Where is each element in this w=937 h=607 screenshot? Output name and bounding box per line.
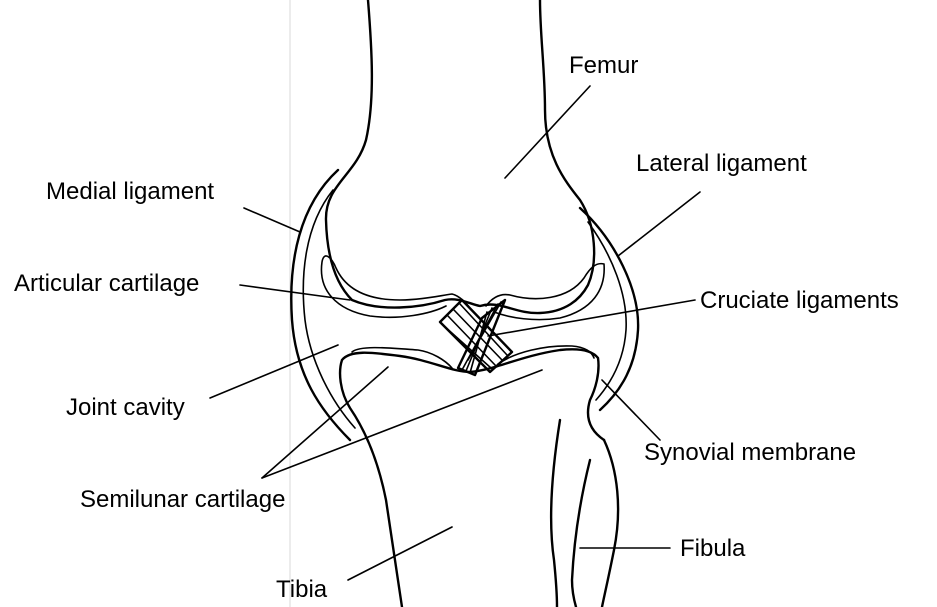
leader-semilunar-cartilage-2	[262, 370, 542, 478]
label-femur: Femur	[569, 52, 638, 79]
label-cruciate-ligaments: Cruciate ligaments	[700, 287, 899, 314]
label-medial-ligament: Medial ligament	[46, 178, 214, 205]
femur-bone	[326, 0, 594, 313]
tibia-bone	[340, 346, 604, 607]
label-synovial-membrane: Synovial membrane	[644, 439, 856, 466]
leader-tibia	[348, 527, 452, 580]
label-joint-cavity: Joint cavity	[66, 394, 185, 421]
label-fibula: Fibula	[680, 535, 746, 562]
leader-femur	[505, 86, 590, 178]
label-tibia: Tibia	[276, 576, 328, 603]
label-lateral-ligament: Lateral ligament	[636, 150, 807, 177]
cruciate-ligaments-shape	[440, 300, 512, 375]
labels: Femur Lateral ligament Medial ligament A…	[14, 52, 899, 603]
label-semilunar-cartilage: Semilunar cartilage	[80, 486, 285, 513]
label-articular-cartilage: Articular cartilage	[14, 270, 199, 297]
leader-lateral-ligament	[618, 192, 700, 256]
leader-medial-ligament	[244, 208, 300, 232]
leader-articular-cartilage	[240, 285, 350, 300]
articular-cartilage-shapes	[321, 256, 604, 320]
leader-synovial-membrane	[602, 380, 660, 440]
fibula-bone	[572, 440, 618, 607]
